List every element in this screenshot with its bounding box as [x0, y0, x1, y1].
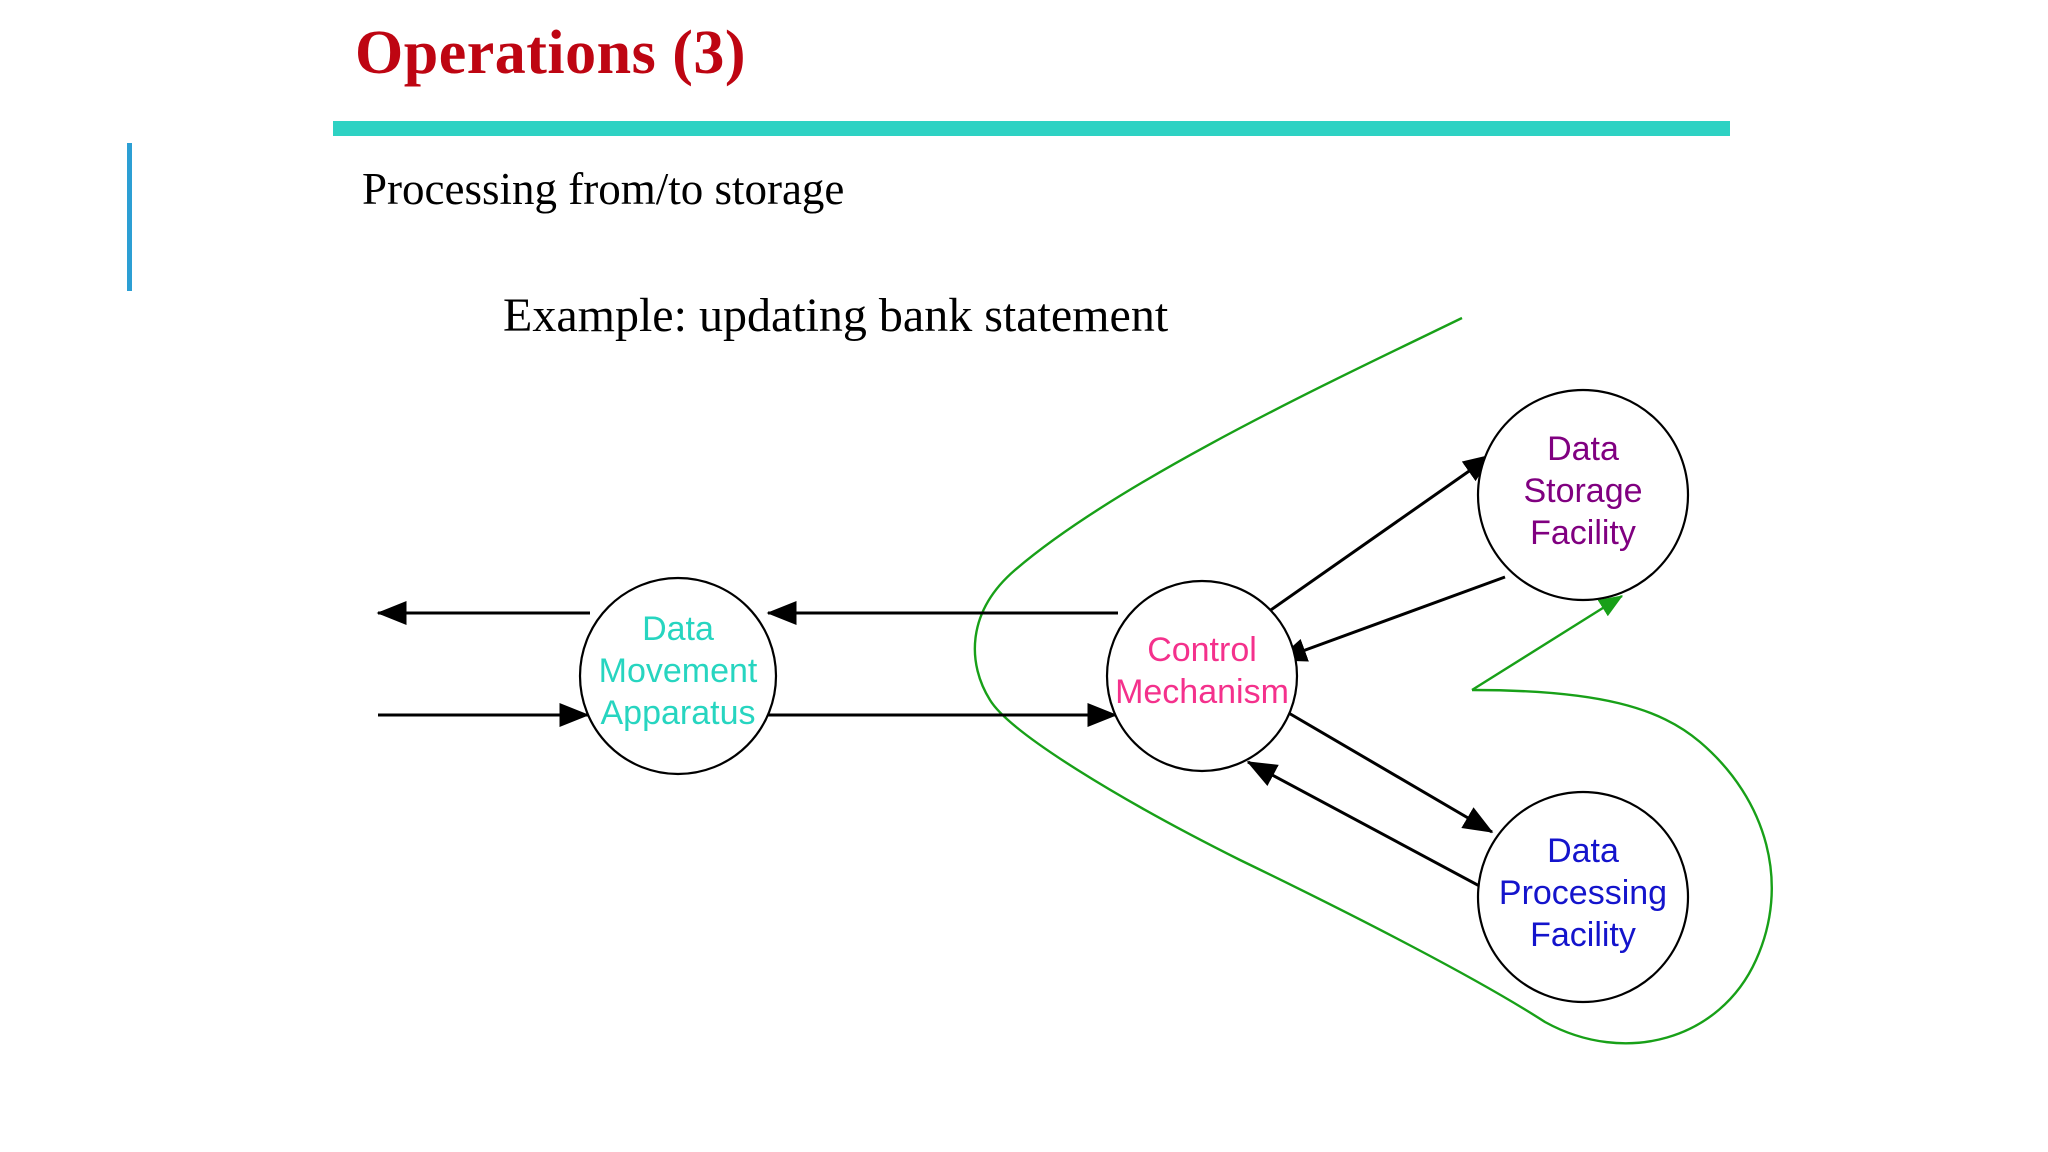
green-flow-arrow: [1471, 594, 1624, 692]
left-rule: [127, 143, 132, 291]
node-label-dma-line2: Movement: [599, 652, 758, 690]
node-control-mechanism[interactable]: Control Mechanism: [1105, 579, 1299, 773]
edge-dsf-to-cm: [1276, 575, 1506, 662]
edge-dpf-to-cm: [1246, 760, 1501, 899]
node-data-storage-facility[interactable]: Data Storage Facility: [1476, 388, 1690, 602]
node-label-cm-line2: Mechanism: [1115, 673, 1289, 711]
title-accent-bar: [333, 121, 1730, 136]
node-data-processing-facility[interactable]: Data Processing Facility: [1476, 790, 1690, 1004]
node-circle-dsf[interactable]: [1476, 388, 1690, 602]
green-flow-segment-outer: [973, 316, 1773, 1045]
node-label-dsf-line2: Storage: [1523, 472, 1642, 510]
node-label-cm-line1: Control: [1147, 631, 1257, 669]
node-circle-cm[interactable]: [1105, 579, 1299, 773]
node-circle-dpf[interactable]: [1476, 790, 1690, 1004]
example-text: Example: updating bank statement: [503, 289, 1169, 342]
edge-cm-to-dpf: [1274, 703, 1494, 834]
page-title: Operations (3): [355, 19, 747, 87]
node-label-dpf-line3: Facility: [1530, 916, 1636, 954]
node-circle-dma[interactable]: [578, 576, 778, 776]
green-flow-trace: [973, 316, 1773, 1045]
edge-cm-to-dsf: [1267, 453, 1494, 614]
node-label-dsf-line3: Facility: [1530, 514, 1636, 552]
node-data-movement-apparatus[interactable]: Data Movement Apparatus: [578, 576, 778, 776]
node-label-dma-line3: Apparatus: [601, 694, 756, 732]
node-label-dpf-line1: Data: [1547, 832, 1619, 870]
subtitle-text: Processing from/to storage: [362, 164, 845, 214]
node-label-dpf-line2: Processing: [1499, 874, 1667, 912]
node-label-dma-line1: Data: [642, 610, 714, 648]
node-label-dsf-line1: Data: [1547, 430, 1619, 468]
